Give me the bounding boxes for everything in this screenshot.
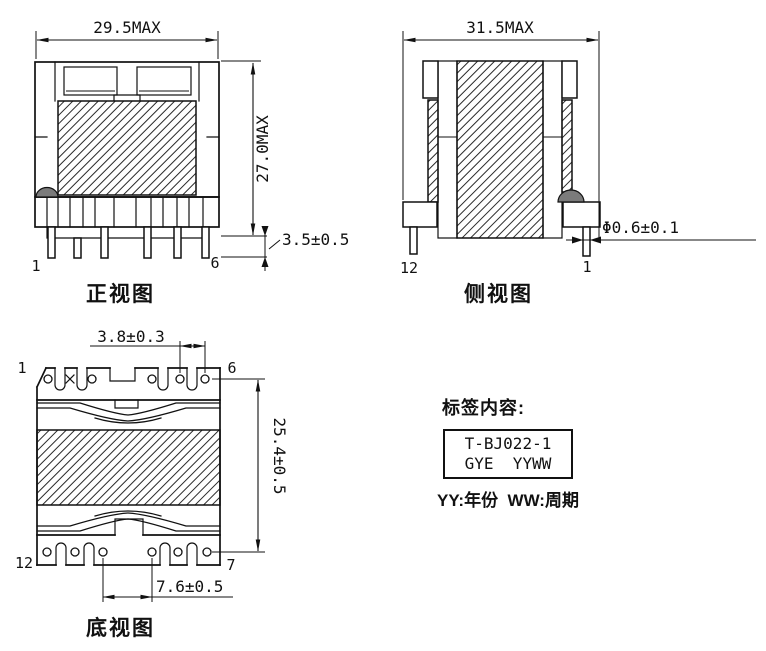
- bottom-top-middle-notch: [109, 367, 136, 382]
- bottom-lower-center-tab: [114, 518, 144, 536]
- side-foot-right: [562, 201, 601, 228]
- bottom-top-center-tab: [114, 399, 139, 409]
- side-flange-right: [542, 60, 563, 239]
- front-core-window-right: [136, 66, 192, 96]
- side-view: 31.5MAX Φ0.6±0.1 12 1 侧视图: [400, 18, 756, 306]
- bottom-lower-pin-holes: [42, 547, 212, 557]
- label-date-code: GYE YYWW: [464, 454, 552, 473]
- side-core-leg-left: [427, 99, 439, 203]
- bottom-pin7-label: 7: [226, 556, 235, 574]
- side-width-dim-text: 31.5MAX: [466, 18, 534, 37]
- bottom-top-pin-holes: [43, 374, 210, 384]
- label-legend-note: YY:年份 WW:周期: [437, 491, 579, 510]
- bottom-pin1-label: 1: [17, 359, 26, 377]
- front-width-extension-lines: [35, 31, 219, 59]
- front-pin-6: [201, 226, 210, 259]
- bottom-pin6-label: 6: [227, 359, 236, 377]
- bottom-length-dim-text: 25.4±0.5: [270, 417, 289, 494]
- front-winding-hatch: [57, 100, 197, 196]
- front-pin6-label: 6: [210, 254, 219, 272]
- hole-pin-10: [98, 547, 108, 557]
- hole-pin-5: [175, 374, 185, 384]
- side-pin-1: [582, 226, 591, 257]
- hole-pin-4: [147, 374, 157, 384]
- front-height-extension-lines: [221, 60, 267, 237]
- hole-pin-3: [87, 374, 97, 384]
- bottom-view: 3.8±0.3 25.4±0.5 7.6±0.5 1 6 12 7 底视图: [15, 327, 289, 640]
- hole-pin-8: [173, 547, 183, 557]
- bottom-top-tape-curves: [36, 402, 221, 424]
- label-heading: 标签内容:: [442, 398, 525, 418]
- side-adhesive-blob: [557, 189, 585, 203]
- hole-pin-11: [70, 547, 80, 557]
- side-pin1-label: 1: [582, 258, 591, 276]
- label-part-number: T-BJ022-1: [464, 434, 552, 453]
- front-pin-5: [173, 226, 182, 259]
- front-pins: [47, 226, 210, 259]
- front-view-caption: 正视图: [86, 282, 155, 306]
- side-flange-left: [437, 60, 458, 239]
- side-pin-dia-arrow-right: [590, 236, 601, 244]
- front-pin-length-lines: [221, 229, 281, 271]
- front-side-posts: [54, 61, 200, 102]
- side-pin-dia-arrow-left: [572, 236, 583, 244]
- front-adhesive-blob: [35, 186, 59, 198]
- side-core-leg-right: [561, 99, 573, 193]
- bottom-view-caption: 底视图: [86, 616, 155, 640]
- side-width-extension-lines: [402, 31, 600, 240]
- front-pin-3: [100, 226, 109, 259]
- side-pin12-label: 12: [400, 259, 418, 277]
- front-width-dim-text: 29.5MAX: [93, 18, 161, 37]
- hole-pin-12: [42, 547, 52, 557]
- side-core-top-right: [561, 60, 578, 99]
- front-core-window-left: [63, 66, 118, 96]
- side-core-top-left: [422, 60, 439, 99]
- pin-2-removed-x-mark: [65, 374, 75, 384]
- front-pin-2: [73, 237, 82, 259]
- bottom-span-extension-lines: [102, 558, 233, 602]
- front-view: 29.5MAX 27.0MAX 3.5±0.5 1 6 正视图: [31, 18, 349, 306]
- front-pin-1: [47, 226, 56, 259]
- bottom-core-hatch: [36, 429, 221, 506]
- front-pin-length-arrow-bottom: [261, 257, 269, 267]
- side-pin-12: [409, 226, 418, 255]
- front-height-dim-text: 27.0MAX: [253, 115, 272, 183]
- front-pin1-label: 1: [31, 257, 40, 275]
- hole-pin-6: [200, 374, 210, 384]
- front-pin-rail: [34, 196, 220, 228]
- bottom-pitch-dim-text: 3.8±0.3: [97, 327, 164, 346]
- front-pin-4: [143, 226, 152, 259]
- front-pin-length-arrow-top: [261, 226, 269, 236]
- bottom-lower-tape-curves: [36, 510, 221, 532]
- hole-pin-7: [202, 547, 212, 557]
- front-center-leg: [113, 94, 141, 101]
- bottom-length-extension-lines: [212, 378, 265, 553]
- side-foot-left: [402, 201, 438, 228]
- side-winding-hatch: [456, 60, 544, 239]
- front-pin-length-dim-text: 3.5±0.5: [282, 230, 349, 249]
- front-pin-rail-dividers: [46, 196, 204, 228]
- bottom-lower-pin-notches: [55, 542, 198, 566]
- bottom-pin12-label: 12: [15, 554, 33, 572]
- side-pin-dia-dim-text: Φ0.6±0.1: [602, 218, 679, 237]
- bottom-span-dim-text: 7.6±0.5: [156, 577, 223, 596]
- side-view-caption: 侧视图: [464, 282, 533, 306]
- hole-pin-9: [147, 547, 157, 557]
- bottom-top-pin-notches: [54, 367, 198, 391]
- hole-pin-1: [43, 374, 53, 384]
